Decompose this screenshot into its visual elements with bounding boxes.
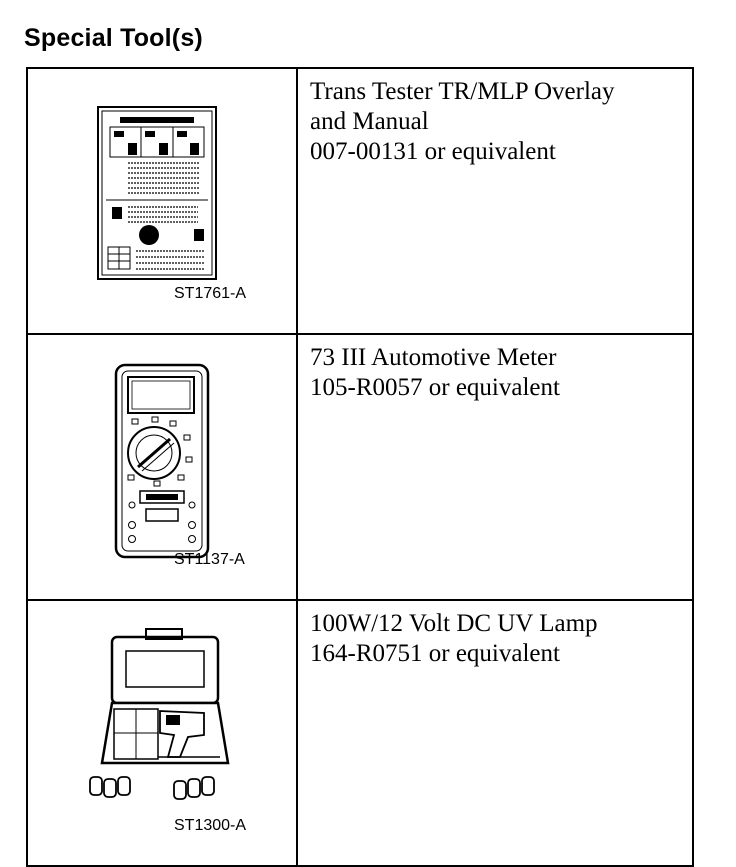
tool-image-cell: ST1137-A: [26, 333, 298, 601]
tool-description-cell: 100W/12 Volt DC UV Lamp 164-R0751 or equ…: [296, 599, 694, 867]
tool-number-line: 105-R0057 or equivalent: [310, 374, 560, 401]
tool-part-code: ST1137-A: [174, 551, 245, 568]
table-row: ST1300-A 100W/12 Volt DC UV Lamp 164-R07…: [26, 599, 694, 867]
multimeter-icon: [114, 363, 210, 559]
table-row: ST1137-A 73 III Automotive Meter 105-R00…: [26, 333, 694, 601]
page-title: Special Tool(s): [24, 24, 203, 52]
tool-part-code: ST1300-A: [174, 817, 247, 834]
tool-name-line-1: 73 III Automotive Meter: [310, 344, 557, 371]
tool-number-line: 007-00131 or equivalent: [310, 138, 556, 165]
table-row: ST1761-A Trans Tester TR/MLP Overlay and…: [26, 67, 694, 335]
tool-name-line-1: 100W/12 Volt DC UV Lamp: [310, 610, 598, 637]
tool-name-line-1: Trans Tester TR/MLP Overlay: [310, 78, 615, 105]
uv-lamp-kit-icon: [89, 628, 230, 800]
overlay-manual-icon: [97, 106, 217, 280]
tool-description-cell: Trans Tester TR/MLP Overlay and Manual 0…: [296, 67, 694, 335]
tool-name-line-2: and Manual: [310, 108, 429, 135]
tool-part-code: ST1761-A: [174, 285, 247, 302]
tool-description-cell: 73 III Automotive Meter 105-R0057 or equ…: [296, 333, 694, 601]
special-tools-table: ST1761-A Trans Tester TR/MLP Overlay and…: [26, 67, 694, 867]
tool-number-line: 164-R0751 or equivalent: [310, 640, 560, 667]
tool-image-cell: ST1761-A: [26, 67, 298, 335]
tool-image-cell: ST1300-A: [26, 599, 298, 867]
